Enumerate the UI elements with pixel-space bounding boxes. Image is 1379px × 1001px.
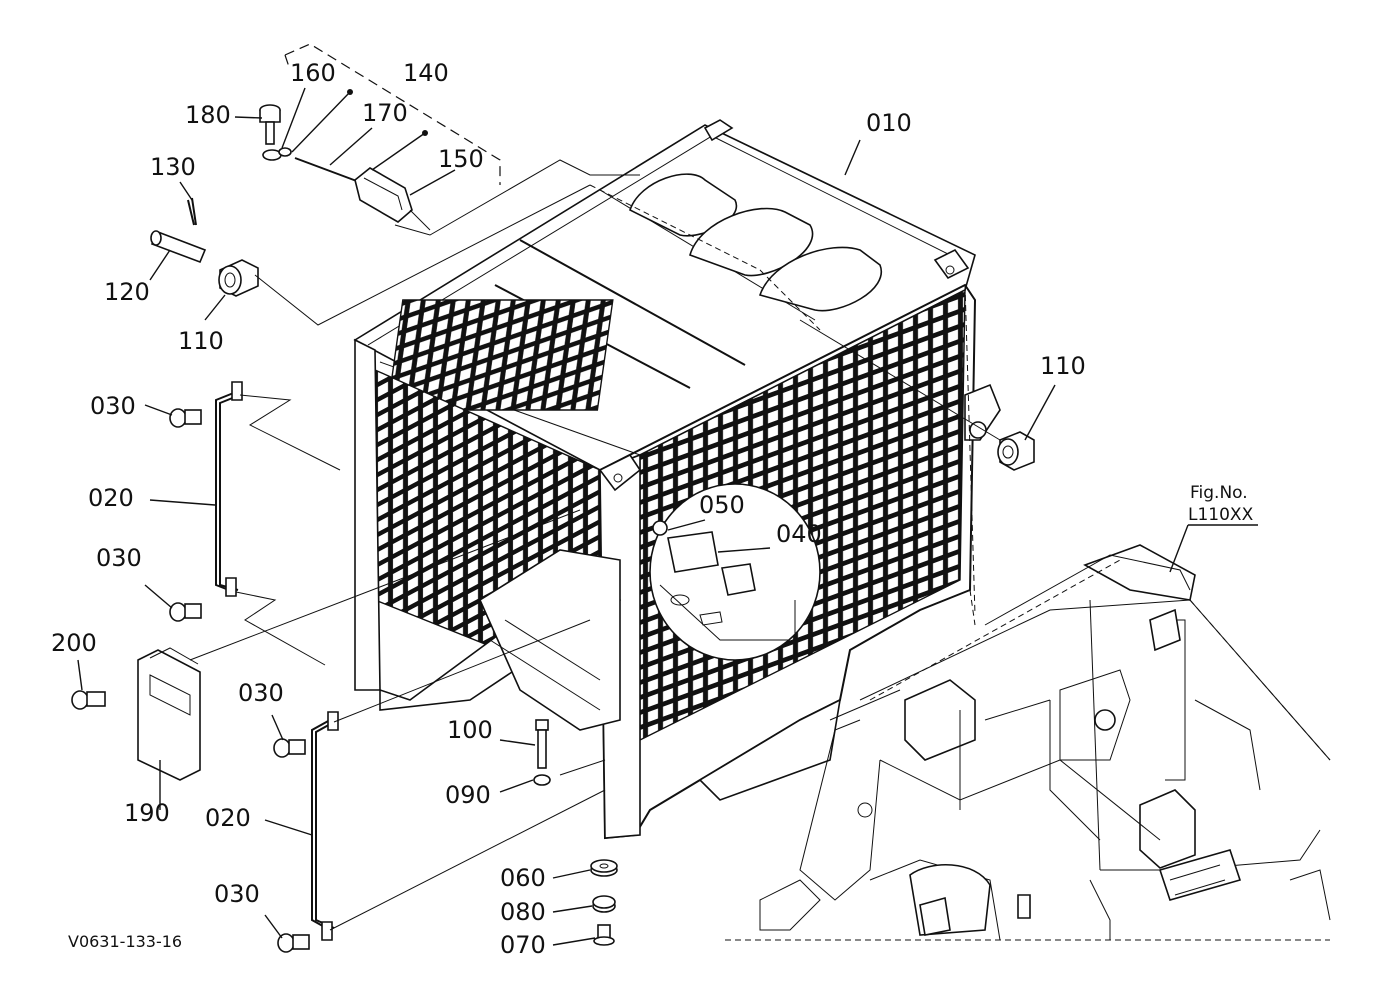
label-160: 160 [290,59,336,87]
label-020-lower: 020 [205,804,251,832]
bolt-100 [535,719,549,769]
label-140: 140 [403,59,449,87]
detail-circle [649,483,821,661]
label-110-right: 110 [1040,352,1086,380]
label-090: 090 [445,781,491,809]
grab-handle-020-upper [215,381,243,597]
washer-160 [278,147,292,157]
label-030-d: 030 [214,880,260,908]
bushing-110-right [997,431,1035,471]
label-150: 150 [438,145,484,173]
label-180: 180 [185,101,231,129]
callout-leaders [77,87,1258,946]
label-050: 050 [699,491,745,519]
manual-case-190 [137,647,201,781]
latch-150 [354,167,413,223]
bolt-030-upper-left [169,408,202,428]
cotter-pin-130 [187,197,197,226]
grab-handle-020-lower [311,711,339,941]
label-200: 200 [51,629,97,657]
label-060: 060 [500,864,546,892]
label-040: 040 [776,520,822,548]
fig-ref-line1: Fig.No. [1190,483,1248,503]
label-070: 070 [500,931,546,959]
washer-090 [533,774,551,786]
fig-ref-line2: L110XX [1188,505,1254,525]
label-190: 190 [124,799,170,827]
label-080: 080 [500,898,546,926]
bolt-030-mid-left [169,602,202,622]
label-030-c: 030 [238,679,284,707]
label-030-a: 030 [90,392,136,420]
main-frame [725,544,1331,941]
mount-060 [590,859,618,877]
bushing-110-left [218,259,259,297]
label-030-b: 030 [96,544,142,572]
canopy-frame [353,119,1001,840]
callout-labels: 010 020 020 030 030 030 030 040 050 060 … [51,59,1254,959]
pin-120 [150,230,207,264]
label-110-left: 110 [178,327,224,355]
label-170: 170 [362,99,408,127]
bolt-200 [71,690,106,710]
knob-180 [259,104,282,161]
label-020-upper: 020 [88,484,134,512]
bolt-030-lower-2 [277,933,310,953]
reference-code: V0631-133-16 [68,932,182,951]
label-130: 130 [150,153,196,181]
mount-080 [592,895,616,913]
bolt-030-lower-1 [273,738,306,758]
label-010: 010 [866,109,912,137]
label-120: 120 [104,278,150,306]
leader-lines [189,43,1001,931]
bolt-070 [593,924,615,946]
label-100: 100 [447,716,493,744]
